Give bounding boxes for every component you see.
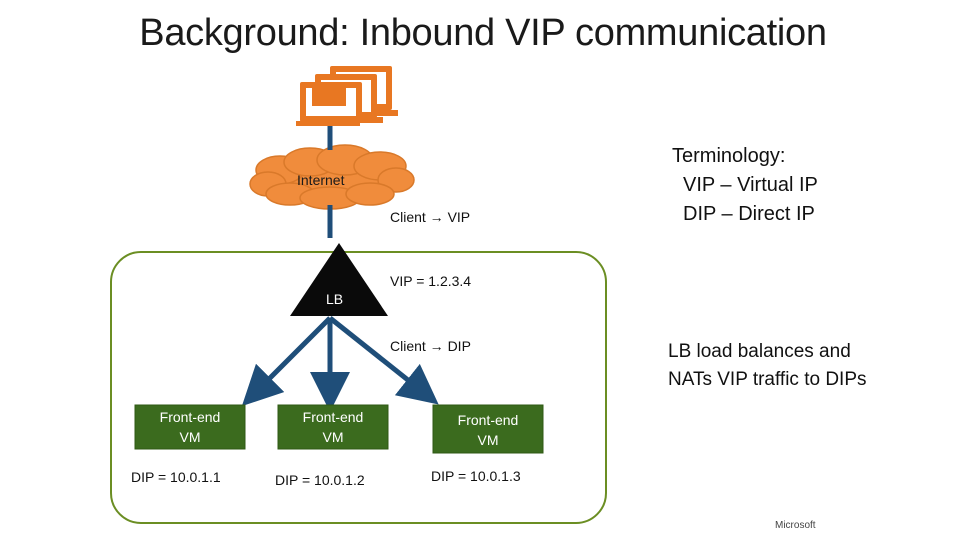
lb-to-vm3-arrow: [328, 316, 439, 405]
client-vip-label: Client → VIP: [390, 209, 471, 225]
datacenter-boundary: [110, 251, 607, 524]
vm-label-2: Front-end VM: [278, 407, 388, 447]
vm-box-3: [432, 404, 544, 454]
client-dip-label: Client → DIP: [390, 338, 471, 354]
internet-label: Internet: [297, 172, 345, 188]
cloud-icon: [249, 144, 415, 210]
lb-to-vm1-arrow: [241, 316, 332, 407]
vm-3-line2: VM: [477, 432, 499, 448]
vm-3-dip: DIP = 10.0.1.3: [431, 468, 521, 484]
footer-brand: Microsoft: [775, 520, 816, 531]
terminology-dip: DIP – Direct IP: [683, 203, 815, 225]
terminology-block: Terminology: VIP – Virtual IP DIP – Dire…: [672, 142, 818, 229]
computer-icon: [296, 66, 398, 126]
vm-box-1: [134, 404, 246, 450]
terminology-heading: Terminology:: [672, 145, 786, 167]
vm-1-dip: DIP = 10.0.1.1: [131, 469, 221, 485]
terminology-vip: VIP – Virtual IP: [683, 174, 818, 196]
vm-2-line2: VM: [322, 429, 344, 445]
vm-2-line1: Front-end: [302, 409, 364, 425]
vm-2-dip: DIP = 10.0.1.2: [275, 472, 365, 488]
lb-label: LB: [326, 291, 344, 307]
lb-note-line1: LB load balances and: [668, 341, 851, 362]
page-title: Background: Inbound VIP communication: [139, 12, 827, 54]
vm-box-2: [277, 404, 389, 450]
vm-label-1: Front-end VM: [135, 407, 245, 447]
vm-3-line1: Front-end: [457, 412, 519, 428]
vm-1-line1: Front-end: [159, 409, 221, 425]
lb-note: LB load balances and NATs VIP traffic to…: [668, 338, 867, 394]
vm-label-3: Front-end VM: [433, 410, 543, 450]
vm-1-line2: VM: [179, 429, 201, 445]
vip-value-label: VIP = 1.2.3.4: [390, 273, 472, 289]
lb-note-line2: NATs VIP traffic to DIPs: [668, 369, 867, 390]
triangle-icon: [290, 243, 388, 316]
